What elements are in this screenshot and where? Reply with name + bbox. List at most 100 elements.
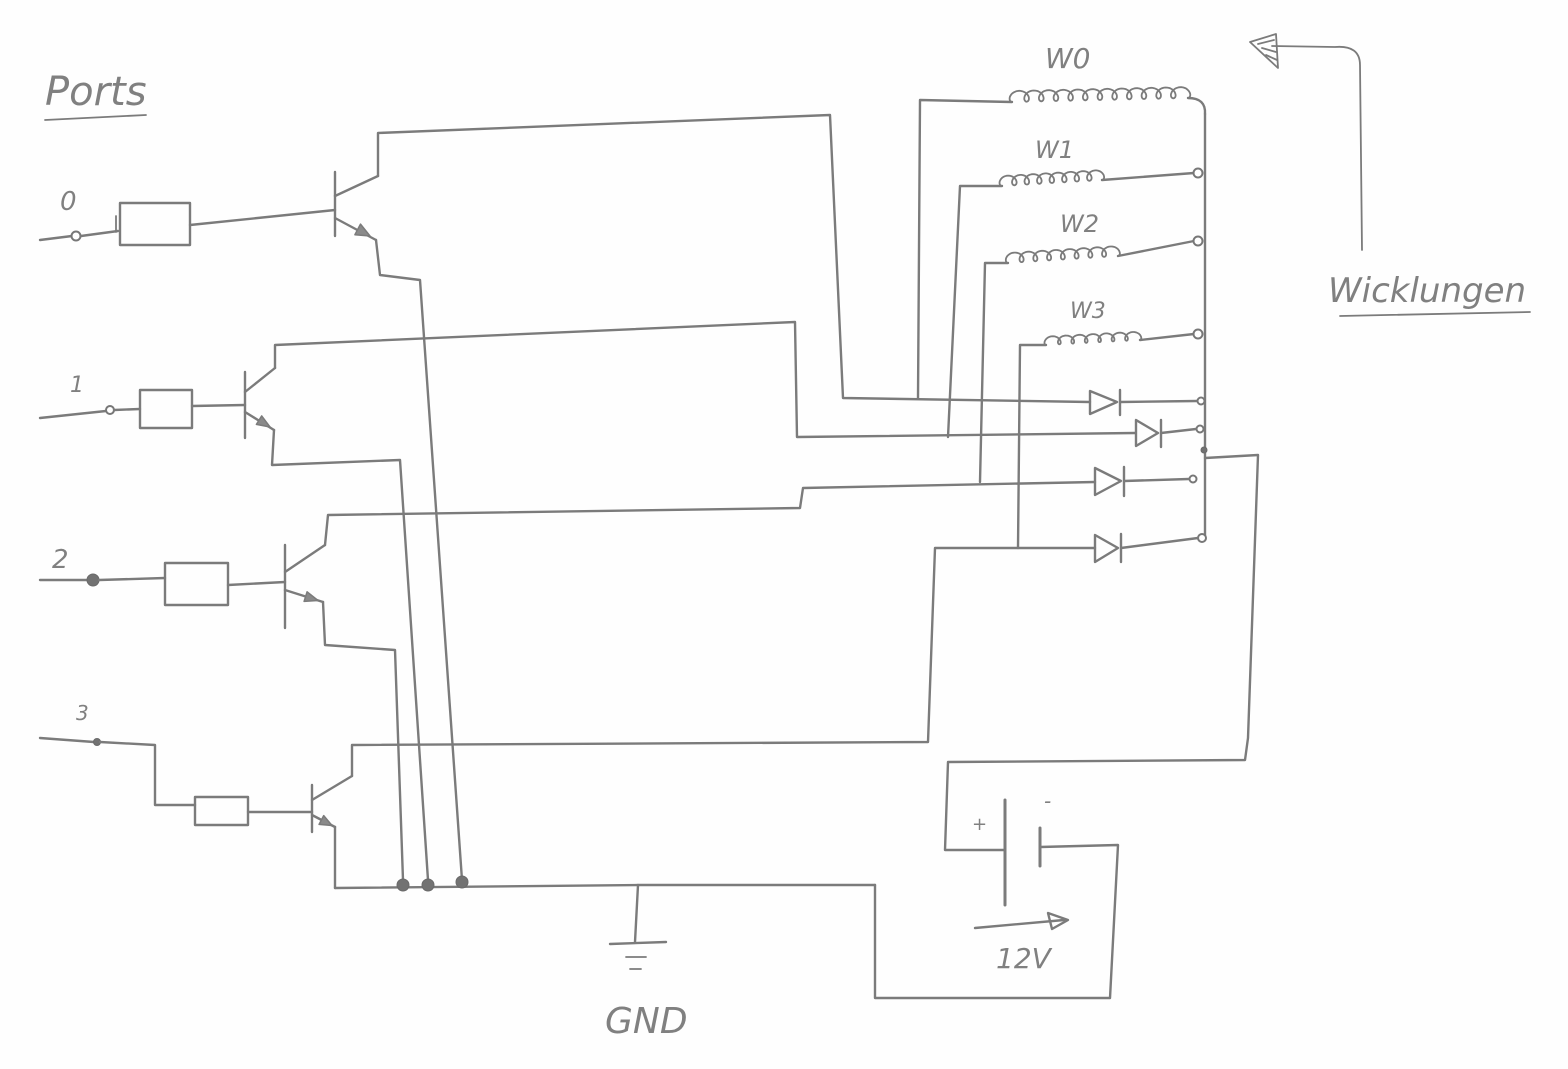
- wire-d0-to-bus: [1118, 399, 1199, 404]
- wire-w2-to-d2: [978, 261, 1010, 484]
- ground-symbol: [608, 883, 668, 970]
- resistor-r3: [193, 795, 250, 827]
- port-label-0: 0: [60, 187, 77, 217]
- t1-emitter-arrow: [255, 415, 271, 428]
- ports-title: Ports: [45, 69, 147, 115]
- wire-w0-to-d0: [916, 98, 1014, 400]
- windings-pointer-arrowhead: [1249, 33, 1279, 69]
- wire-battery-positive-to-winding-bus: [943, 453, 1260, 852]
- channel-2: [38, 480, 1097, 882]
- windings-pointer-arrowhead-hatching: [1257, 39, 1278, 61]
- windings-label: Wicklungen: [1328, 271, 1526, 311]
- winding-w1: [946, 169, 1196, 439]
- wire-port1-to-r1: [112, 407, 142, 412]
- wire-t1-emitter-to-ground: [270, 428, 430, 882]
- t3-emitter-arrow: [318, 814, 333, 827]
- wire-port2-to-r2: [97, 576, 167, 582]
- winding-label-w1: W1: [1035, 136, 1074, 164]
- ground-bar-1: [608, 940, 668, 946]
- t2-collector: [283, 543, 327, 574]
- d1-anode-triangle: [1134, 418, 1160, 448]
- winding-label-w3: W3: [1070, 299, 1106, 324]
- wire-ground-to-battery-negative: [873, 843, 1120, 1000]
- transistor-t0: [333, 170, 380, 242]
- bus-node-supply: [1200, 446, 1208, 454]
- diode-d3: [1093, 532, 1200, 564]
- battery-minus-label: -: [1044, 789, 1051, 813]
- wire-r0-to-t0-base: [188, 208, 337, 227]
- resistor-r1: [138, 388, 194, 430]
- wire-t2-emitter-to-ground: [321, 600, 405, 882]
- port-terminal-2: [86, 573, 100, 587]
- wire-port0-to-r0: [79, 229, 120, 238]
- d0-anode-triangle: [1088, 389, 1119, 416]
- coil-w1: [998, 169, 1105, 187]
- d3-anode-triangle: [1093, 533, 1120, 564]
- channel-0: [38, 113, 1092, 882]
- wire-r2-to-t2-base: [226, 580, 287, 587]
- winding-label-w2: W2: [1060, 210, 1099, 238]
- ground-junction-t2: [396, 878, 410, 892]
- ground-lead: [633, 883, 640, 944]
- resistor-r0: [118, 201, 192, 247]
- wire-w2-to-bus: [1116, 239, 1196, 258]
- bus-node-w2: [1192, 235, 1204, 247]
- port-terminal-0: [70, 230, 82, 242]
- windings-label-underline: [1339, 311, 1531, 317]
- wire-port3-input: [38, 736, 96, 744]
- channel-1: [38, 320, 1137, 882]
- bus-node-w3: [1192, 328, 1204, 340]
- wire-w1-to-bus: [1100, 171, 1196, 182]
- diode-d0: [1088, 388, 1199, 417]
- ground-label: GND: [605, 1001, 688, 1042]
- ground-junction-t1: [421, 878, 435, 892]
- voltage-arrow-head: [1046, 911, 1070, 931]
- winding-w2: [978, 239, 1196, 484]
- wire-d3-to-bus: [1119, 536, 1200, 550]
- wire-t2-collector-to-d2: [323, 480, 1097, 547]
- battery-plus-label: +: [972, 814, 987, 835]
- bus-node-d2: [1188, 474, 1198, 484]
- port-label-1: 1: [70, 373, 84, 398]
- wire-w3-to-d3: [1016, 343, 1048, 550]
- coil-w3: [1043, 331, 1143, 346]
- t0-collector: [333, 174, 380, 198]
- bus-node-w1: [1192, 167, 1204, 179]
- winding-w0: [916, 86, 1207, 400]
- wire-d2-to-bus: [1122, 477, 1191, 483]
- coil-w0: [1008, 86, 1192, 103]
- wire-w0-to-bus: [1186, 96, 1207, 116]
- wire-port3-to-r3: [98, 740, 197, 807]
- t1-collector: [243, 366, 277, 394]
- winding-w3: [1016, 331, 1196, 550]
- transistor-t1: [243, 366, 277, 440]
- coil-w2: [1004, 245, 1121, 264]
- channel-3: [38, 546, 1097, 890]
- battery-voltage-label: 12V: [996, 942, 1053, 975]
- bus-node-d0: [1196, 396, 1206, 406]
- port-label-3: 3: [76, 701, 89, 725]
- transistor-t3: [310, 774, 354, 834]
- wire-r1-to-t1-base: [190, 403, 247, 408]
- wire-t3-collector-to-d3: [350, 546, 1097, 778]
- port-label-2: 2: [52, 545, 69, 575]
- wire-w3-to-bus: [1138, 332, 1196, 342]
- d2-anode-triangle: [1093, 466, 1123, 497]
- diode-d1: [1134, 418, 1198, 449]
- ports-title-underline: [44, 114, 147, 121]
- t2-emitter-arrow: [303, 591, 319, 603]
- t0-emitter-arrow: [354, 223, 371, 237]
- windings-pointer-line: [1271, 45, 1363, 251]
- wire-ground-bus: [333, 883, 877, 890]
- wire-d1-to-bus: [1159, 427, 1198, 435]
- transistor-t2: [283, 543, 327, 630]
- wire-port1-input: [38, 409, 108, 420]
- resistor-r2: [163, 561, 230, 607]
- wire-w1-to-d1: [946, 184, 1004, 439]
- wire-t0-emitter-to-ground: [374, 238, 464, 882]
- winding-label-w0: W0: [1045, 42, 1091, 75]
- diode-d2: [1093, 465, 1191, 498]
- wire-port0-input: [38, 234, 74, 242]
- t3-collector: [310, 774, 354, 802]
